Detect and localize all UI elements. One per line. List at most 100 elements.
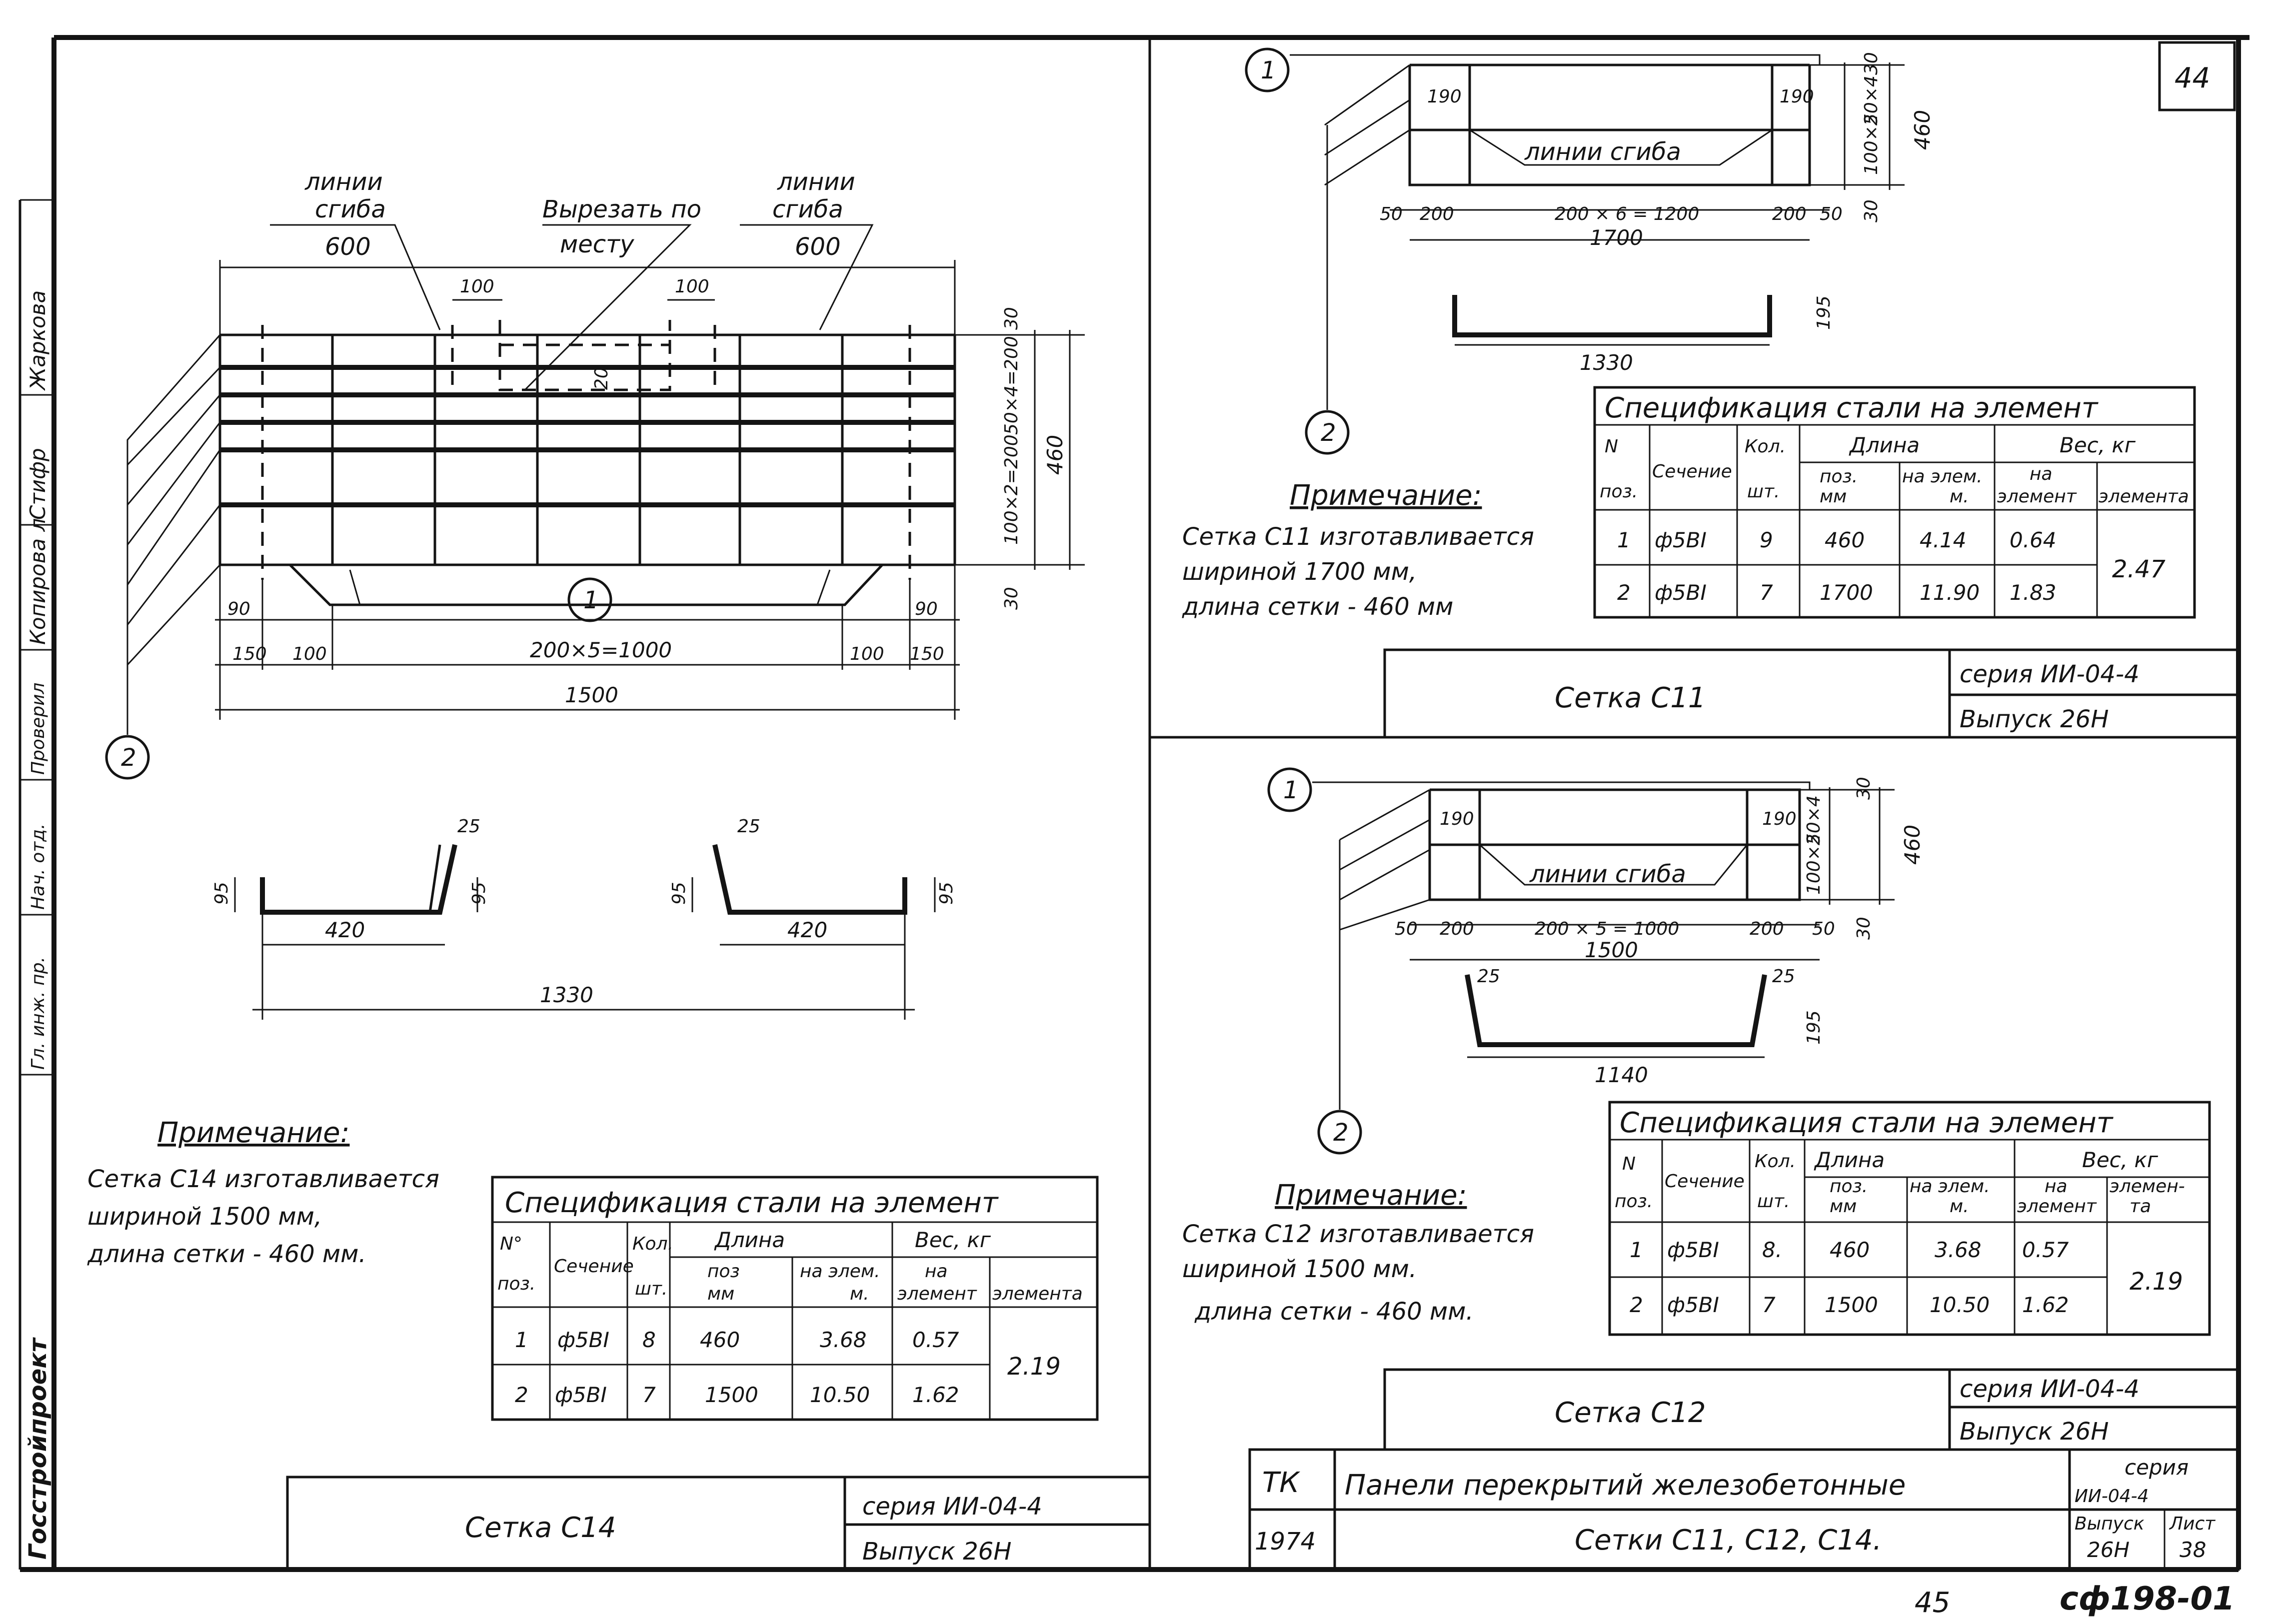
c11-spec-col-len-el-2: м. [1950,486,1969,507]
c14-dim-bottom-3: 100 [292,644,327,664]
c12-spec-col-len-el-1: на элем. [1910,1176,1990,1197]
c12-spec-col-len-pos-1: поз. [1830,1176,1868,1197]
c14-note-line-2: шириной 1500 мм, [87,1203,322,1231]
c14-row2-el: 10.50 [810,1383,870,1407]
side-stamp-name-3: Копирова л [25,518,50,645]
side-stamp-name-1: Жаркова [25,290,50,391]
c12-dim-b-1: 50 [1395,919,1418,939]
main-stamp: ТК 1974 Панели перекрытий железобетонные… [1248,1448,2240,1571]
c14-row1-n: 1 [515,1328,528,1352]
c12-spec-col-wt: Вес, кг [2082,1148,2159,1172]
c14-row2-pos: 1500 [705,1383,758,1407]
c11-dim-b-5: 50 [1820,204,1843,224]
c14-cut-1: Вырезать по [542,195,701,223]
c11-spec-col-qty-1: Кол. [1745,436,1786,457]
c11-spec-col-wt-el-1: на [2030,464,2053,484]
c12-dim-top-1: 190 [1440,809,1474,829]
c12-dim-b-2: 200 [1440,919,1474,939]
main-stamp-org: ТК [1262,1467,1300,1499]
bottom-page-number: 45 [1915,1587,1950,1619]
c12-stamp-issue: Выпуск 26Н [1960,1418,2109,1446]
c14-row2-sec: ф5ВI [555,1383,607,1407]
c11-dim-right-4: 30 [1861,199,1882,222]
c11-spec-col-wt-el-2: элемент [1997,486,2077,507]
mesh-c12-plan: 1 2 линии сгиба 190 190 30 50×4 100×2 30… [1267,767,1925,1155]
c11-stamp-issue: Выпуск 26Н [1960,705,2109,733]
c14-total: 2.19 [1007,1353,1061,1381]
c11-dim-top-1: 190 [1427,86,1462,107]
c12-row2-qty: 7 [1762,1293,1776,1317]
c11-dim-b-1: 50 [1380,204,1403,224]
main-stamp-subtitle: Сетки С11, С12, С14. [1575,1524,1882,1557]
c14-bend-right-3: 600 [795,233,841,261]
c12-row1-el: 3.68 [1935,1238,1982,1262]
main-stamp-sheet-label: Лист [2169,1514,2216,1534]
c14-dim-right-1: 30 [1001,307,1022,330]
c12-note: Примечание: Сетка С12 изготавливается ши… [1182,1179,1534,1326]
c12-dim-right-5: 460 [1900,825,1925,865]
c14-row1-pos: 460 [700,1328,740,1352]
c12-spec-col-len-pos-2: мм [1830,1196,1857,1217]
side-stamp-name-6: Гл. инж. пр. [28,957,48,1070]
c11-spec-col-n-1: N [1605,436,1618,457]
c14-dim-right-4: 30 [1001,587,1022,610]
c12-note-line-2: шириной 1500 мм. [1182,1255,1417,1283]
c11-note-line-3: длина сетки - 460 мм [1182,593,1453,621]
c14-prof-25b: 25 [737,816,760,837]
c11-total: 2.47 [2112,555,2166,583]
side-org: Госстройпроект [24,1337,52,1560]
c12-dim-right-1: 30 [1854,777,1874,800]
c14-pos2: 2 [121,744,136,772]
c14-spec-col-wt-tot: элемента [992,1284,1083,1304]
c14-row1-el: 3.68 [820,1328,867,1352]
c11-dim-top-2: 190 [1780,86,1814,107]
side-stamp-name-5: Нач. отд. [28,823,48,910]
c12-note-title: Примечание: [1275,1179,1467,1212]
c14-prof-95b: 95 [469,882,489,905]
c14-prof-1330: 1330 [540,983,593,1007]
c11-dim-b-4: 200 [1772,204,1807,224]
c12-spec-col-n-2: поз. [1615,1191,1653,1212]
c14-row2-qty: 7 [642,1383,656,1407]
c11-row2-w: 1.83 [2010,580,2057,605]
c14-stamp-series: серия ИИ-04-4 [862,1493,1042,1521]
c14-pos1: 1 [583,586,599,614]
c12-spec-col-qty-2: шт. [1757,1191,1790,1212]
c12-prof-195: 195 [1804,1010,1824,1045]
c14-spec-col-sec: Сечение [554,1256,634,1277]
c12-spec-col-wt-tot-2: та [2130,1196,2151,1217]
c11-row2-el: 11.90 [1920,580,1980,605]
c11-note-line-2: шириной 1700 мм, [1182,558,1417,586]
c12-spec-col-qty-1: Кол. [1755,1151,1796,1172]
c14-spec-table: Спецификация стали на элемент N° поз. Се… [491,1176,1099,1421]
c12-pos1: 1 [1283,776,1299,804]
c12-row2-sec: ф5ВI [1667,1293,1719,1317]
main-stamp-sheet: 38 [2180,1538,2206,1562]
c12-stamp-series: серия ИИ-04-4 [1960,1375,2140,1403]
c12-row1-qty: 8. [1762,1238,1782,1262]
c14-spec-col-n-2: поз. [497,1274,535,1294]
c14-prof-95d: 95 [936,882,957,905]
c11-row2-n: 2 [1617,580,1631,605]
c12-total: 2.19 [2130,1268,2183,1296]
c11-row2-qty: 7 [1760,580,1773,605]
side-stamp-name-4: Проверил [28,682,48,775]
c11-spec-col-wt-tot: элемента [2099,486,2189,507]
main-stamp-series-label: серия [2125,1455,2189,1480]
c14-dim-bottom-7: 150 [910,644,944,664]
c11-note-title: Примечание: [1290,479,1482,512]
c11-spec-title: Спецификация стали на элемент [1605,392,2099,424]
c11-row2-pos: 1700 [1820,580,1873,605]
c12-note-line-1: Сетка С12 изготавливается [1182,1220,1534,1248]
c14-spec-col-wt: Вес, кг [915,1228,991,1252]
c14-prof-25a: 25 [457,816,480,837]
c12-stamp: Сетка С12 серия ИИ-04-4 Выпуск 26Н [1383,1368,2240,1451]
c11-dim-right-1: 30 [1861,52,1882,75]
c14-spec-col-len-el-1: на элем. [800,1261,880,1282]
c11-row1-sec: ф5ВI [1655,528,1707,552]
c14-spec-col-len-pos-1: поз [707,1261,740,1282]
c12-spec-title: Спецификация стали на элемент [1620,1107,2114,1139]
c12-spec-col-wt-el-2: элемент [2017,1196,2097,1217]
c11-row2-sec: ф5ВI [1655,580,1707,605]
c14-bend-right-1: линии [777,168,855,196]
